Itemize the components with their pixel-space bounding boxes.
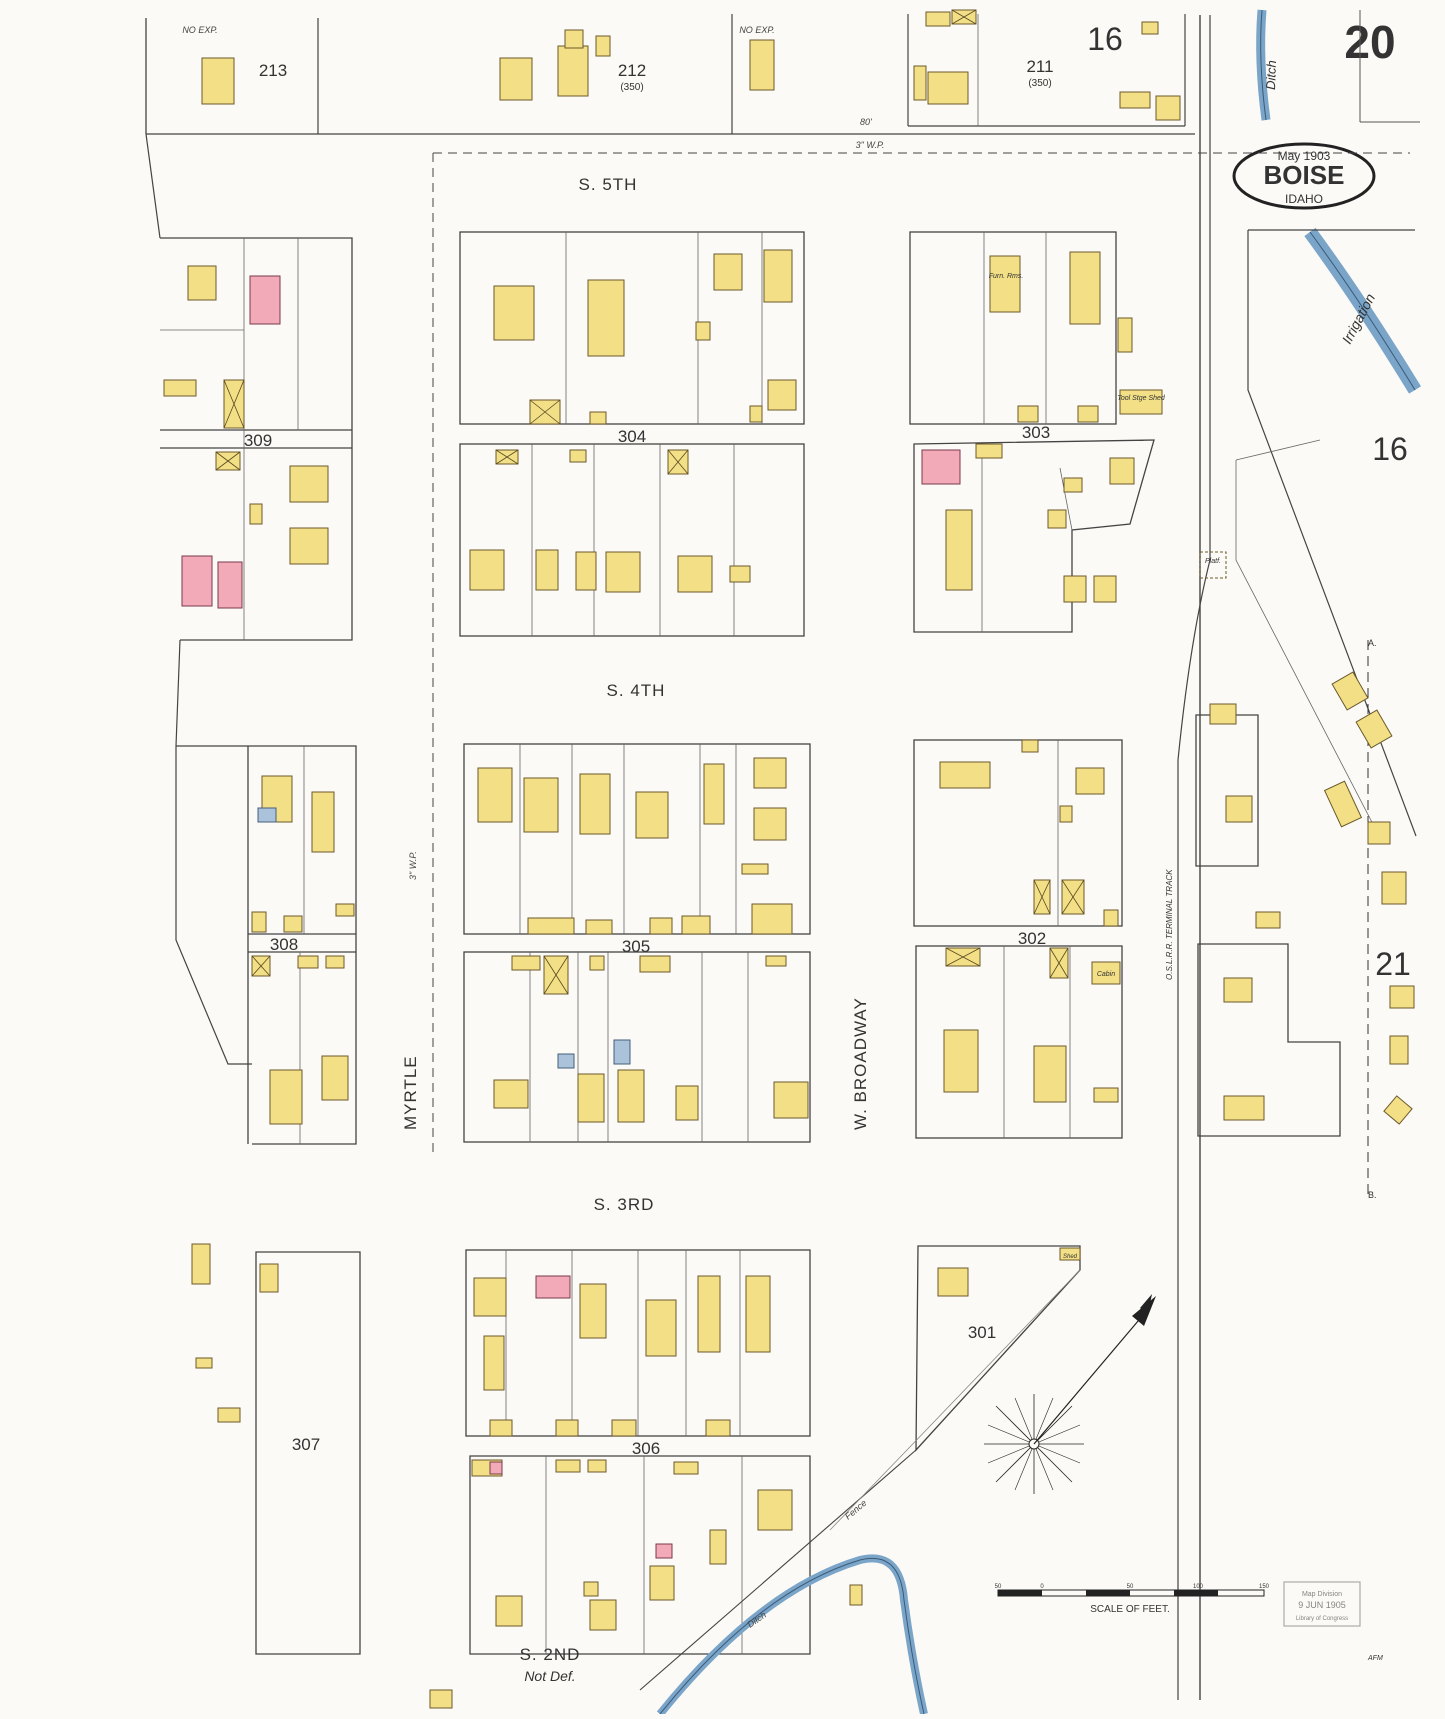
svg-text:303: 303 <box>1022 423 1050 442</box>
block-305-south: 305 <box>463 743 811 956</box>
street-s4th: S. 4TH <box>607 681 666 700</box>
block-303: 303 Furn. Rms. Tool Stge Shed <box>909 231 1166 442</box>
ditch-label-top: Ditch <box>1263 60 1279 90</box>
svg-text:306: 306 <box>632 1439 660 1458</box>
svg-text:213: 213 <box>259 61 287 80</box>
compass-rose <box>984 1294 1156 1494</box>
block-304: 304 <box>459 231 805 446</box>
scale-bar: SCALE OF FEET. 50 0 50 100 150 <box>995 1584 1270 1615</box>
not-defined-label: Not Def. <box>524 1668 575 1684</box>
tool-shed-label: Tool Stge Shed <box>1117 395 1166 402</box>
street-broadway: W. BROADWAY <box>851 997 870 1130</box>
street-myrtle: MYRTLE <box>401 1055 420 1130</box>
block-306: 306 <box>465 1249 811 1458</box>
street-s5th: S. 5TH <box>579 175 638 194</box>
block-301: 301 Shed <box>915 1245 1081 1452</box>
svg-text:50: 50 <box>1127 1584 1134 1590</box>
cartouche-state: IDAHO <box>1285 192 1323 206</box>
svg-text:304: 304 <box>618 427 646 446</box>
section-marker-a: A. <box>1368 638 1377 648</box>
furnished-rooms-label: Furn. Rms. <box>989 273 1024 280</box>
surveyor-initials: AFM <box>1367 1655 1383 1662</box>
scale-title: SCALE OF FEET. <box>1090 1604 1169 1615</box>
svg-text:305: 305 <box>622 937 650 956</box>
block-308: 308 <box>176 745 357 1145</box>
svg-text:212: 212 <box>618 61 646 80</box>
water-pipe-label: 3" W.P. <box>856 140 885 150</box>
platform-label: Platf. <box>1205 558 1221 565</box>
block-302-b: 302 <box>913 739 1123 948</box>
block-below-305 <box>463 951 811 1143</box>
water-pipe-label-2: 3" W.P. <box>408 851 418 880</box>
svg-text:Map Division: Map Division <box>1302 1591 1342 1598</box>
block-213: 213 NO EXP. <box>182 25 287 105</box>
title-cartouche: May 1903 BOISE IDAHO <box>1232 142 1376 210</box>
block-212: 212 (350) NO EXP. <box>317 14 775 134</box>
svg-text:(350): (350) <box>620 82 643 93</box>
svg-text:0: 0 <box>1040 1584 1044 1590</box>
block-305 <box>459 443 805 637</box>
section-marker-b: B. <box>1368 1190 1377 1200</box>
cabin-label: Cabin <box>1097 971 1115 978</box>
svg-text:211: 211 <box>1026 57 1053 76</box>
width-label: 80' <box>860 117 872 127</box>
far-right-parcels: A. B. Platf. <box>1195 229 1417 1200</box>
block-309: 309 <box>160 237 353 641</box>
railroad-label: O.S.L.R.R. TERMINAL TRACK <box>1165 869 1174 980</box>
adjoining-sheet-lower-right: 21 <box>1375 946 1411 982</box>
svg-text:308: 308 <box>270 935 298 954</box>
svg-text:(350): (350) <box>1028 78 1051 89</box>
svg-text:309: 309 <box>244 431 272 450</box>
svg-text:302: 302 <box>1018 929 1046 948</box>
page-number: 20 <box>1344 16 1395 68</box>
svg-text:9 JUN 1905: 9 JUN 1905 <box>1298 1600 1346 1610</box>
svg-text:307: 307 <box>292 1435 320 1454</box>
block-307: 307 <box>191 1243 361 1655</box>
adjoining-sheet-right: 16 <box>1372 431 1408 467</box>
svg-text:50: 50 <box>995 1584 1002 1590</box>
library-stamp: Map Division 9 JUN 1905 Library of Congr… <box>1283 1581 1361 1627</box>
svg-text:Library of Congress: Library of Congress <box>1296 1616 1348 1622</box>
block-211: 211 (350) <box>907 9 1186 127</box>
street-s2nd: S. 2ND <box>520 1645 581 1664</box>
block-302 <box>913 439 1155 633</box>
no-exp-label: NO EXP. <box>182 25 217 35</box>
svg-text:301: 301 <box>968 1323 996 1342</box>
svg-text:150: 150 <box>1259 1584 1270 1590</box>
adjoining-sheet-top: 16 <box>1087 21 1123 57</box>
shed-label: Shed <box>1063 1254 1078 1260</box>
svg-text:100: 100 <box>1193 1584 1204 1590</box>
block-306-south <box>469 1455 811 1655</box>
street-s3rd: S. 3RD <box>594 1195 655 1214</box>
block-below-302: Cabin <box>915 945 1123 1139</box>
no-exp-label-2: NO EXP. <box>739 25 774 35</box>
cartouche-city: BOISE <box>1264 160 1345 190</box>
